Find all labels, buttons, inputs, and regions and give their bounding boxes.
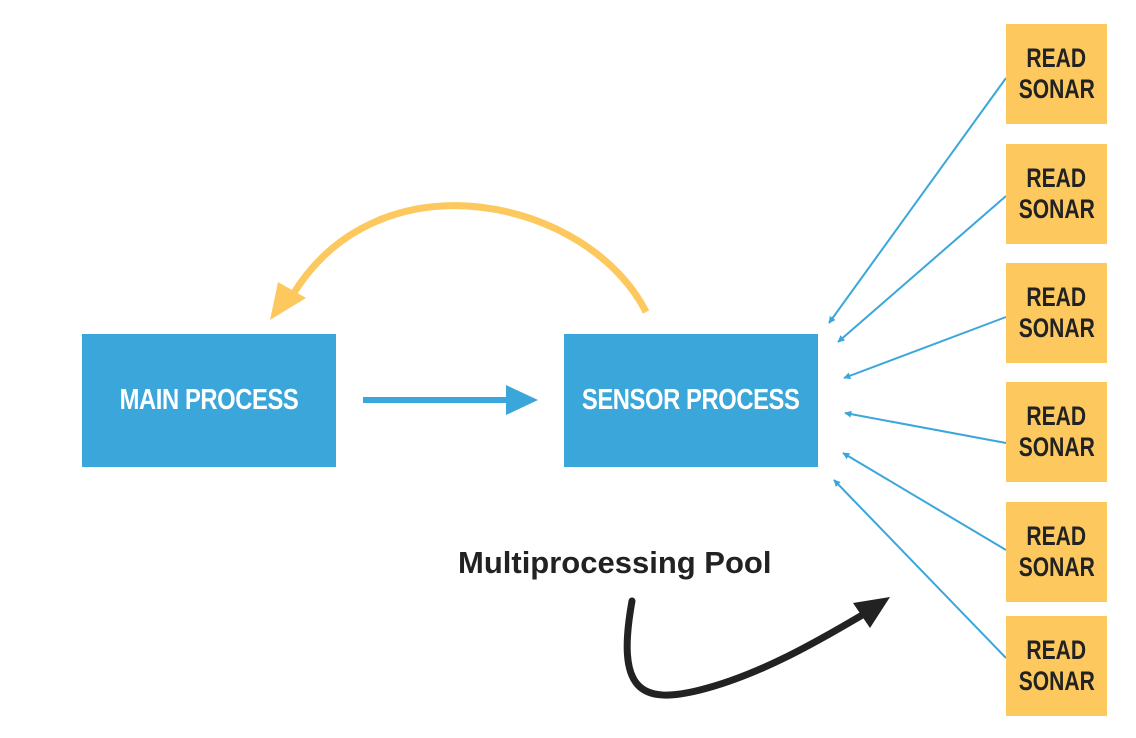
read-sonar-label-line2: SONAR bbox=[1018, 666, 1095, 696]
read-sonar-label-line2: SONAR bbox=[1018, 74, 1095, 104]
read-sonar-box: READ SONAR bbox=[1006, 502, 1107, 602]
read-sonar-box: READ SONAR bbox=[1006, 24, 1107, 124]
sonar-arrow-4 bbox=[844, 410, 1007, 444]
sensor-process-label: SENSOR PROCESS bbox=[582, 384, 800, 416]
multiprocessing-pool-label: Multiprocessing Pool bbox=[458, 545, 772, 580]
sensor-process-box: SENSOR PROCESS bbox=[564, 334, 818, 467]
read-sonar-label-line2: SONAR bbox=[1018, 194, 1095, 224]
main-process-label: MAIN PROCESS bbox=[119, 384, 299, 416]
read-sonar-label-line1: READ bbox=[1026, 521, 1087, 551]
read-sonar-box: READ SONAR bbox=[1006, 382, 1107, 482]
read-sonar-label-line2: SONAR bbox=[1018, 432, 1095, 462]
read-sonar-box: READ SONAR bbox=[1006, 263, 1107, 363]
sonar-arrow-5 bbox=[842, 452, 1007, 551]
return-arc-arrowhead bbox=[270, 282, 306, 320]
read-sonar-label-line2: SONAR bbox=[1018, 552, 1095, 582]
sonar-arrow-3 bbox=[843, 316, 1007, 380]
read-sonar-label-line1: READ bbox=[1026, 163, 1087, 193]
read-sonar-label-line2: SONAR bbox=[1018, 313, 1095, 343]
read-sonar-label-line1: READ bbox=[1026, 401, 1087, 431]
main-process-box: MAIN PROCESS bbox=[82, 334, 336, 467]
read-sonar-label-line1: READ bbox=[1026, 43, 1087, 73]
sonar-arrow-6 bbox=[833, 479, 1007, 659]
main-to-sensor-arrowhead bbox=[506, 385, 538, 415]
pool-curve-arrow bbox=[623, 597, 868, 699]
sonar-arrow-2 bbox=[837, 195, 1007, 343]
read-sonar-label-line1: READ bbox=[1026, 635, 1087, 665]
read-sonar-box: READ SONAR bbox=[1006, 144, 1107, 244]
read-sonar-label-line1: READ bbox=[1026, 282, 1087, 312]
return-arc-arrow bbox=[289, 202, 650, 314]
sonar-arrow-1 bbox=[828, 77, 1007, 324]
pool-curve-arrowhead bbox=[853, 597, 890, 628]
read-sonar-box: READ SONAR bbox=[1006, 616, 1107, 716]
